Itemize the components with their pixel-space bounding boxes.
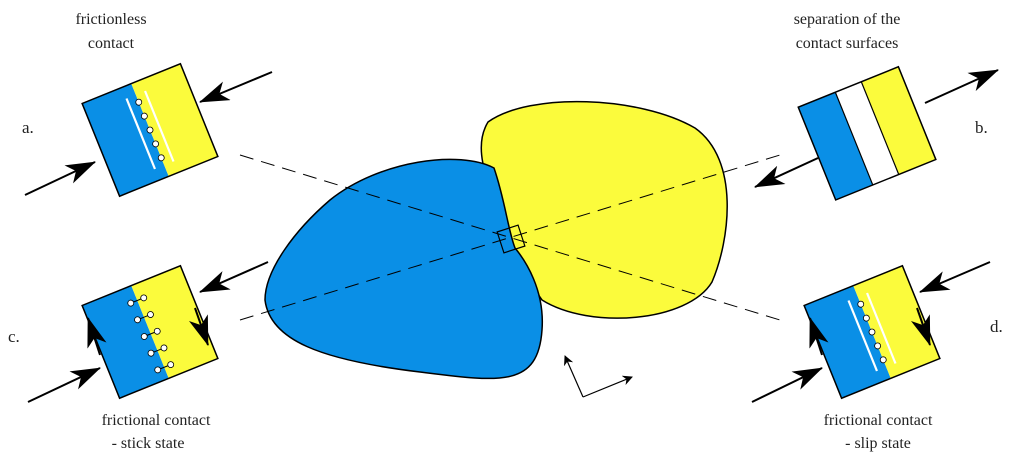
state-d-letter: d. <box>990 317 1003 336</box>
state-d-force-arrow-left <box>752 368 822 402</box>
state-a-letter: a. <box>22 118 34 137</box>
blue-body <box>265 159 542 378</box>
state-a-force-arrow-right <box>200 72 272 102</box>
state-a-title-1: frictionless <box>75 11 146 28</box>
state-b-title-2: contact surfaces <box>796 35 899 52</box>
state-c-stick <box>82 266 218 398</box>
state-b-force-arrow-left <box>755 158 818 187</box>
state-c-force-arrow-left <box>28 368 100 402</box>
state-c-force-arrow-right <box>200 262 268 292</box>
state-c-letter: c. <box>8 327 20 346</box>
state-d-force-arrow-right <box>920 262 990 292</box>
state-c-title-1: frictional contact <box>102 412 211 429</box>
state-c-title-2: - stick state <box>112 435 185 452</box>
state-b-force-arrow-right <box>925 70 998 103</box>
state-d-title-1: frictional contact <box>824 412 933 429</box>
state-d-slip <box>804 266 940 398</box>
state-b-title-1: separation of the <box>794 11 901 28</box>
state-b-separation <box>798 67 936 200</box>
state-a-force-arrow-left <box>25 162 95 195</box>
state-d-title-2: - slip state <box>845 435 911 452</box>
state-b-letter: b. <box>975 118 988 137</box>
state-a-title-2: contact <box>88 35 135 52</box>
state-a-frictionless <box>82 64 218 196</box>
local-axes <box>565 356 632 397</box>
